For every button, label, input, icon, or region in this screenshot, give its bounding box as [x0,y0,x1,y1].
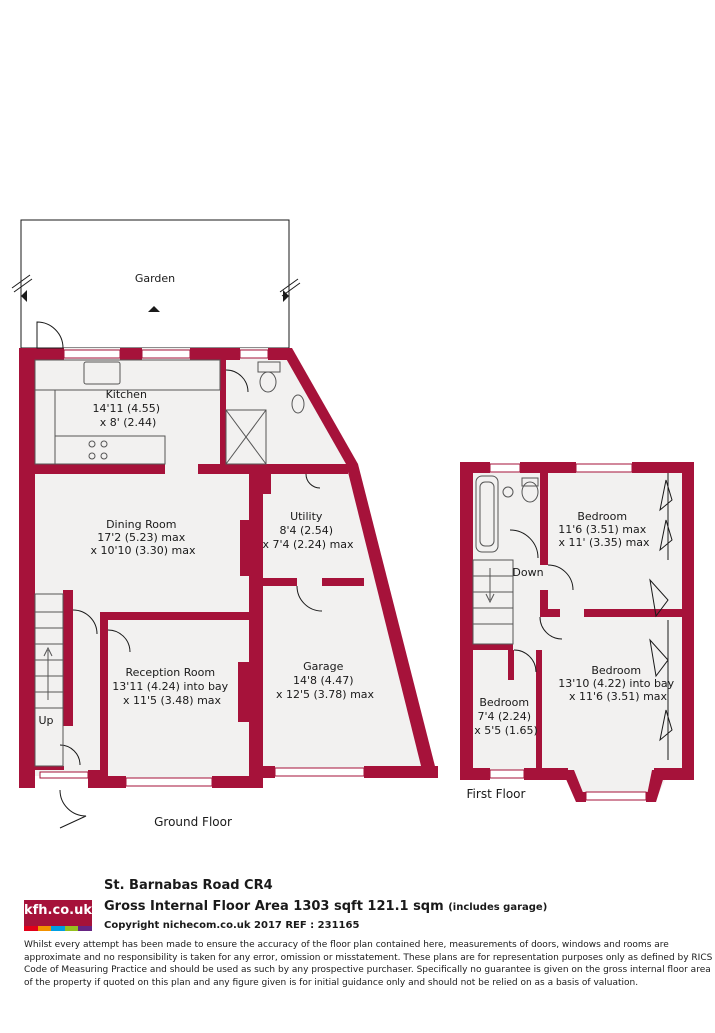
first-floor-walls [460,462,694,802]
kitchen-label: Kitchen 14'11 (4.55) x 8' (2.44) [92,388,163,429]
dining-room-label: Dining Room 17'2 (5.23) max x 10'10 (3.3… [90,518,196,557]
copyright: Copyright nichecom.co.uk 2017 REF : 2311… [104,920,360,931]
reception-room-dim-2: x 11'5 (3.48) max [123,694,222,707]
bedroom-3-label: Bedroom 7'4 (2.24) x 5'5 (1.65) [474,696,538,737]
bathroom-fixtures [475,475,539,553]
kfh-logo: kfh.co.uk [24,900,92,926]
utility-label: Utility 8'4 (2.54) x 7'4 (2.24) max [262,510,354,551]
utility-dim-2: x 7'4 (2.24) max [262,538,354,551]
first-floor-title: First Floor [467,787,526,801]
ground-floor-area [21,348,432,786]
bedroom-3-name: Bedroom [479,696,529,709]
reception-room-name: Reception Room [125,666,215,679]
floor-plan: Garden Kitchen 14'11 (4.55) x 8' (2.44) … [11,219,694,829]
logo-stripe [78,926,92,931]
floor-area-note: (includes garage) [448,902,548,913]
bedroom-1-name: Bedroom [577,510,627,523]
bedroom-3-dim-1: 7'4 (2.24) [477,710,531,723]
bedroom-2-dim-2: x 11'6 (3.51) max [569,690,668,703]
dining-room-dim-1: 17'2 (5.23) max [97,531,186,544]
garage-dim-2: x 12'5 (3.78) max [276,688,375,701]
garage-dim-1: 14'8 (4.47) [293,674,354,687]
logo-stripe [24,926,38,931]
reception-room-label: Reception Room 13'11 (4.24) into bay x 1… [112,666,231,707]
bedroom-2-name: Bedroom [591,664,641,677]
disclaimer: Whilst every attempt has been made to en… [24,940,713,988]
bedroom-1-dim-2: x 11' (3.35) max [558,536,650,549]
logo-stripe [37,926,52,931]
kitchen-fixtures [34,359,305,465]
floor-area: Gross Internal Floor Area 1303 sqft 121.… [104,899,547,914]
first-floor-doors [509,473,673,760]
first-floor-area [462,464,692,800]
garden-label: Garden [135,272,175,285]
ground-floor-walls [19,348,438,788]
reception-room-dim-1: 13'11 (4.24) into bay [112,680,228,693]
garage-name: Garage [303,660,344,673]
first-staircase [472,559,514,645]
logo-stripe [64,926,79,931]
kitchen-dim-2: x 8' (2.44) [100,416,157,429]
ground-floor: Garden Kitchen 14'11 (4.55) x 8' (2.44) … [11,219,438,829]
first-floor-windows [489,463,647,801]
ground-floor-windows [39,349,365,787]
ground-floor-title: Ground Floor [154,815,232,829]
up-stair-label: Up [38,714,53,727]
down-stair-label: Down [512,566,543,579]
utility-dim-1: 8'4 (2.54) [279,524,333,537]
garage-label: Garage 14'8 (4.47) x 12'5 (3.78) max [276,660,375,701]
bedroom-3-dim-2: x 5'5 (1.65) [474,724,538,737]
floor-area-value: Gross Internal Floor Area 1303 sqft 121.… [104,899,444,914]
logo-stripe [51,926,65,931]
first-floor: Bedroom 11'6 (3.51) max x 11' (3.35) max… [460,462,694,802]
logo-stripes [24,926,92,931]
utility-name: Utility [290,510,323,523]
dining-room-name: Dining Room [106,518,176,531]
ground-staircase [34,593,64,767]
dining-room-dim-2: x 10'10 (3.30) max [90,544,196,557]
kitchen-name: Kitchen [106,388,147,401]
property-address: St. Barnabas Road CR4 [104,878,273,893]
bedroom-1-label: Bedroom 11'6 (3.51) max x 11' (3.35) max [558,510,650,549]
bedroom-2-label: Bedroom 13'10 (4.22) into bay x 11'6 (3.… [558,664,677,703]
bedroom-1-dim-1: 11'6 (3.51) max [558,523,647,536]
kitchen-dim-1: 14'11 (4.55) [92,402,160,415]
bedroom-2-dim-1: 13'10 (4.22) into bay [558,677,674,690]
